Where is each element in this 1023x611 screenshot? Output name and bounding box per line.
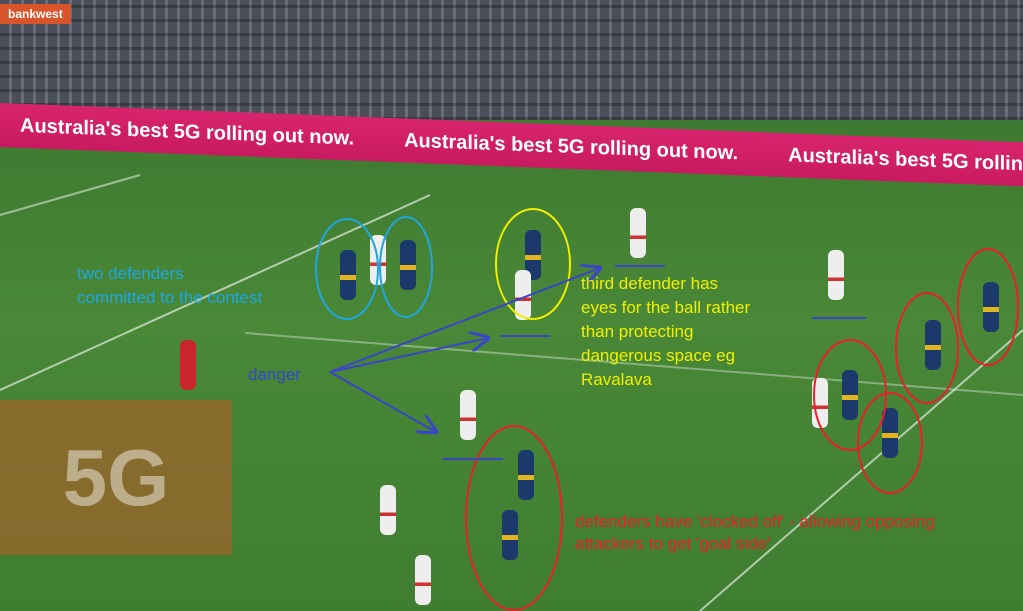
referee xyxy=(180,340,196,390)
danger-arrow xyxy=(329,338,488,373)
red-circle xyxy=(895,292,959,404)
player xyxy=(518,450,534,500)
danger-annotation: danger xyxy=(248,365,301,384)
danger-arrow xyxy=(329,371,436,432)
annotation-line: committed to the contest xyxy=(77,288,263,307)
clocked-off-annotation: defenders have 'clocked off' - allowing … xyxy=(575,511,935,555)
red-circle xyxy=(813,339,887,451)
red-circle xyxy=(857,392,923,494)
player xyxy=(502,510,518,560)
annotation-line: Ravalava xyxy=(581,370,652,389)
red-circle xyxy=(465,425,563,611)
danger-arrow xyxy=(329,268,600,373)
player xyxy=(525,230,541,280)
player xyxy=(925,320,941,370)
yellow-circle xyxy=(495,208,571,320)
annotation-line: than protecting xyxy=(581,322,694,341)
player xyxy=(828,250,844,300)
player xyxy=(415,555,431,605)
player xyxy=(340,250,356,300)
sponsor-board: bankwest xyxy=(0,4,71,24)
player xyxy=(380,485,396,535)
player xyxy=(630,208,646,258)
annotation-line: dangerous space eg xyxy=(581,346,736,365)
red-circle xyxy=(957,248,1019,366)
player xyxy=(842,370,858,420)
stadium-stands xyxy=(0,0,1023,120)
annotation-line: defenders have 'clocked off' - allowing … xyxy=(575,512,935,531)
player xyxy=(515,270,531,320)
annotation-line: third defender has xyxy=(581,274,719,293)
cyan-circle xyxy=(379,216,433,318)
annotation-line: eyes for the ball rather xyxy=(581,298,751,317)
telstra-5g-logo: 5G xyxy=(0,400,232,555)
annotation-line: attackers to get 'goal side' xyxy=(575,534,771,553)
logo-text: 5G xyxy=(62,432,170,522)
cyan-circle xyxy=(315,218,379,320)
third-defender-annotation: third defender has eyes for the ball rat… xyxy=(581,272,750,392)
player xyxy=(983,282,999,332)
player xyxy=(400,240,416,290)
annotation-line: two defenders xyxy=(77,264,184,283)
player xyxy=(460,390,476,440)
player xyxy=(882,408,898,458)
two-defenders-annotation: two defenders committed to the contest xyxy=(77,262,262,310)
